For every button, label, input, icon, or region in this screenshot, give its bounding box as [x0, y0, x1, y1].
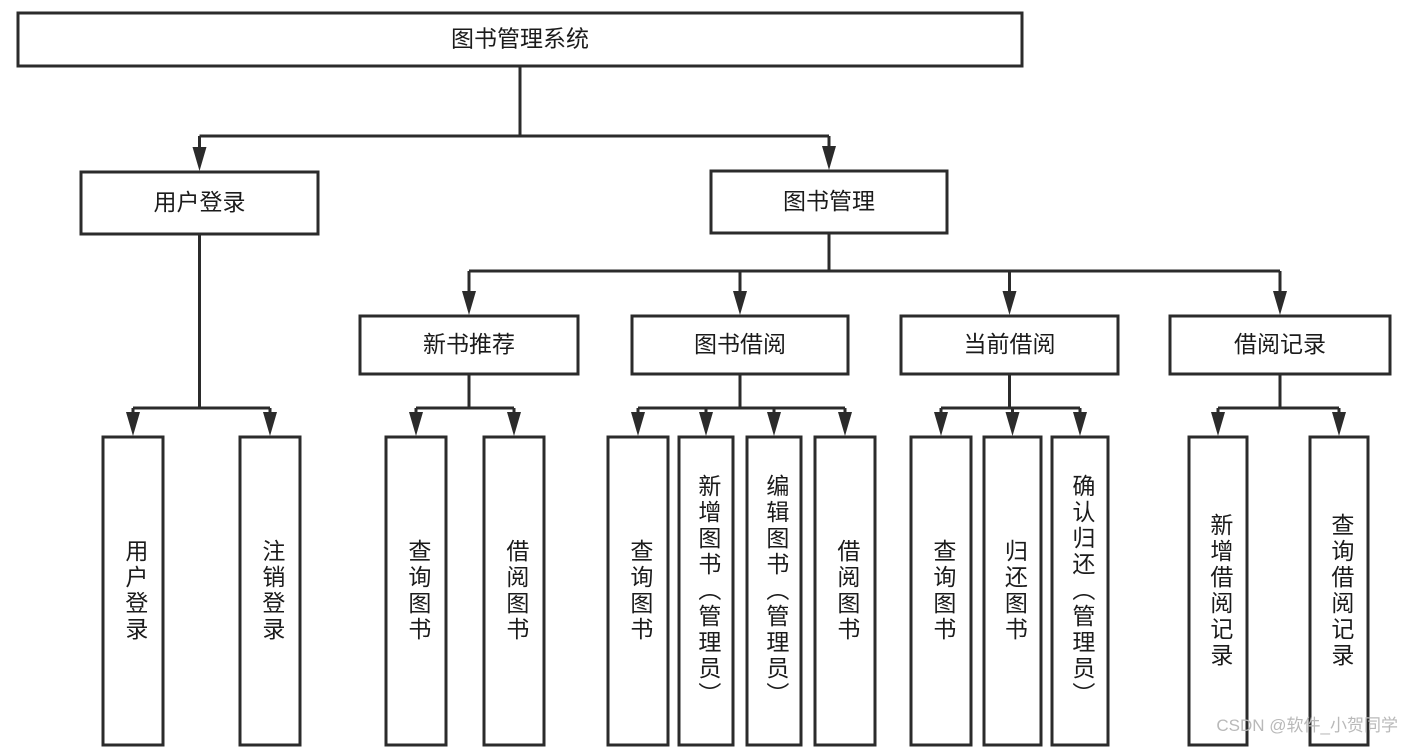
node-new-book-rec[interactable]: 新书推荐 [358, 314, 580, 376]
node-box-root [16, 11, 1024, 68]
node-borrow-record[interactable]: 借阅记录 [1168, 314, 1392, 376]
node-label-leaf-logout: 注销登录 [259, 539, 286, 643]
node-user-login[interactable]: 用户登录 [79, 170, 320, 236]
node-box-leaf-query-record [1308, 435, 1370, 747]
node-leaf-query-book-2[interactable]: 查询图书 [606, 435, 670, 747]
node-box-leaf-add-record [1187, 435, 1249, 747]
node-label-current-borrow: 当前借阅 [964, 331, 1056, 357]
node-box-leaf-borrow-book-1 [482, 435, 546, 747]
node-label-leaf-borrow-book-2: 借阅图书 [834, 539, 861, 643]
node-leaf-user-login[interactable]: 用户登录 [101, 435, 165, 747]
node-layer: 图书管理系统用户登录图书管理新书推荐图书借阅当前借阅借阅记录用户登录注销登录查询… [16, 11, 1392, 747]
node-box-leaf-query-book-1 [384, 435, 448, 747]
node-book-borrow[interactable]: 图书借阅 [630, 314, 850, 376]
node-label-leaf-query-book-1: 查询图书 [405, 539, 432, 643]
arrow-head-icon [934, 412, 948, 436]
arrow-head-icon [192, 147, 207, 171]
arrow-head-icon [1273, 291, 1287, 315]
arrow-head-icon [1002, 291, 1017, 315]
node-box-leaf-logout [238, 435, 302, 747]
arrow-head-icon [1211, 412, 1225, 436]
node-current-borrow[interactable]: 当前借阅 [899, 314, 1120, 376]
node-box-leaf-return-book [982, 435, 1043, 747]
connector-layer [126, 66, 1346, 436]
node-label-root: 图书管理系统 [451, 26, 589, 52]
node-leaf-borrow-book-1[interactable]: 借阅图书 [482, 435, 546, 747]
node-root[interactable]: 图书管理系统 [16, 11, 1024, 68]
node-leaf-query-book-3[interactable]: 查询图书 [909, 435, 973, 747]
arrow-head-icon [1073, 412, 1087, 436]
node-leaf-confirm-return[interactable]: 确认归还（管理员） [1050, 435, 1110, 747]
node-label-book-borrow: 图书借阅 [694, 331, 786, 357]
node-leaf-add-record[interactable]: 新增借阅记录 [1187, 435, 1249, 747]
node-box-leaf-edit-book [745, 435, 803, 747]
arrow-head-icon [767, 412, 781, 436]
node-box-book-borrow [630, 314, 850, 376]
arrow-head-icon [838, 412, 852, 436]
node-box-leaf-query-book-3 [909, 435, 973, 747]
arrow-head-icon [507, 412, 521, 436]
node-label-user-login: 用户登录 [154, 189, 246, 215]
node-leaf-edit-book[interactable]: 编辑图书（管理员） [745, 435, 803, 747]
arrow-head-icon [699, 412, 713, 436]
node-label-borrow-record: 借阅记录 [1234, 331, 1326, 357]
node-label-leaf-edit-book: 编辑图书（管理员） [763, 474, 790, 708]
node-box-leaf-query-book-2 [606, 435, 670, 747]
node-label-leaf-user-login: 用户登录 [122, 539, 149, 643]
arrow-head-icon [409, 412, 423, 436]
node-label-leaf-add-record: 新增借阅记录 [1207, 513, 1234, 669]
watermark-label: CSDN @软件_小贺同学 [1216, 716, 1398, 735]
arrow-head-icon [1005, 412, 1020, 436]
arrow-head-icon [462, 291, 476, 315]
node-box-new-book-rec [358, 314, 580, 376]
node-label-leaf-confirm-return: 确认归还（管理员） [1069, 474, 1096, 708]
arrow-head-icon [263, 412, 277, 436]
node-leaf-query-book-1[interactable]: 查询图书 [384, 435, 448, 747]
node-box-current-borrow [899, 314, 1120, 376]
node-book-manage[interactable]: 图书管理 [709, 169, 949, 235]
node-box-user-login [79, 170, 320, 236]
arrow-head-icon [1332, 412, 1346, 436]
node-label-leaf-query-record: 查询借阅记录 [1328, 513, 1355, 669]
node-label-leaf-return-book: 归还图书 [1001, 539, 1028, 643]
node-label-leaf-borrow-book-1: 借阅图书 [503, 539, 530, 643]
node-leaf-add-book[interactable]: 新增图书（管理员） [677, 435, 735, 747]
node-leaf-borrow-book-2[interactable]: 借阅图书 [813, 435, 877, 747]
arrow-head-icon [733, 291, 747, 315]
arrow-head-icon [822, 146, 836, 170]
node-leaf-return-book[interactable]: 归还图书 [982, 435, 1043, 747]
node-leaf-logout[interactable]: 注销登录 [238, 435, 302, 747]
node-box-borrow-record [1168, 314, 1392, 376]
node-label-leaf-query-book-2: 查询图书 [627, 539, 654, 643]
arrow-head-icon [126, 412, 140, 436]
node-box-book-manage [709, 169, 949, 235]
node-label-leaf-add-book: 新增图书（管理员） [695, 474, 722, 708]
node-box-leaf-user-login [101, 435, 165, 747]
node-label-new-book-rec: 新书推荐 [423, 331, 515, 357]
node-leaf-query-record[interactable]: 查询借阅记录 [1308, 435, 1370, 747]
arrow-head-icon [631, 412, 645, 436]
node-label-book-manage: 图书管理 [783, 188, 875, 214]
node-box-leaf-borrow-book-2 [813, 435, 877, 747]
node-label-leaf-query-book-3: 查询图书 [930, 539, 957, 643]
node-box-leaf-add-book [677, 435, 735, 747]
node-box-leaf-confirm-return [1050, 435, 1110, 747]
